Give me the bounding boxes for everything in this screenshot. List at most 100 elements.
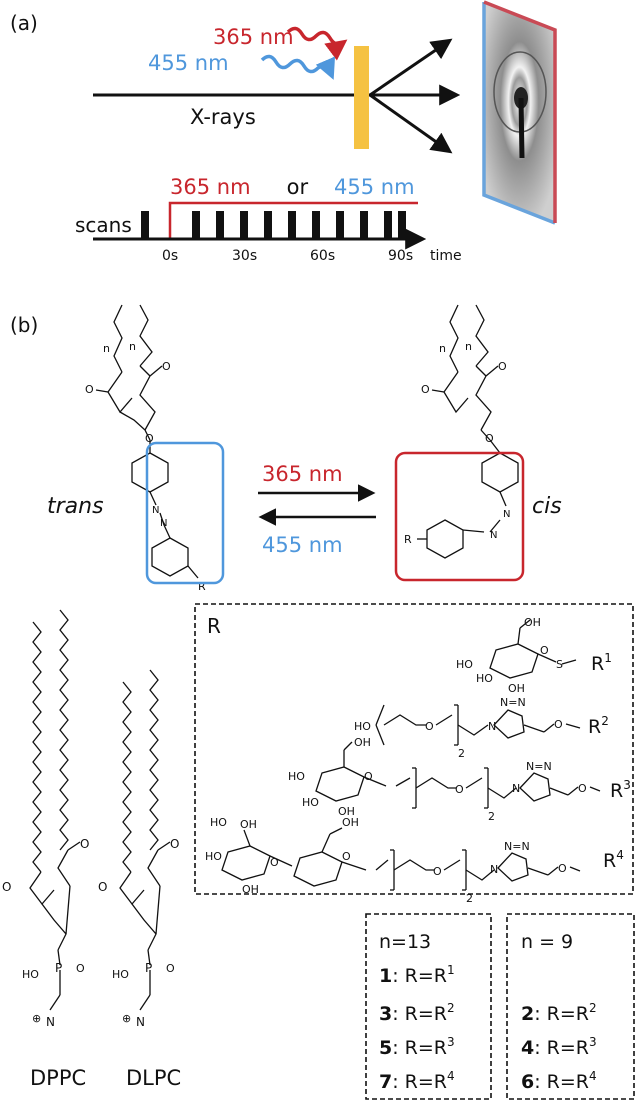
red-light-arrow: [286, 26, 348, 61]
trans-ester-o-2: O: [162, 360, 171, 373]
trans-azo-n-1: N: [152, 505, 159, 516]
sample-film: [354, 46, 369, 149]
detector-image: [482, 0, 557, 225]
dlpc-ho: HO: [112, 968, 129, 981]
blue-light-arrow: [260, 54, 336, 80]
r4-atom-0: HO: [210, 816, 227, 829]
compound-row: 2: R=R2: [521, 1001, 597, 1025]
compound-text: : R=R: [534, 1003, 589, 1025]
scan-bar-10: [398, 211, 406, 239]
compound-row: 5: R=R3: [379, 1035, 455, 1059]
compound-number: 2: [521, 1003, 534, 1025]
dppc-o-1: O: [2, 880, 11, 894]
r3-structure: [315, 741, 601, 809]
scan-bar-6: [312, 211, 320, 239]
forward-wavelength: 365 nm: [262, 462, 343, 486]
trans-azobenzene-box: [145, 441, 225, 585]
compound-sup: 3: [447, 1035, 455, 1049]
r3-atom-2: HO: [302, 796, 319, 809]
dlpc-o-1: O: [98, 880, 107, 894]
compound-text: : R=R: [392, 1071, 447, 1093]
compound-text: : R=R: [392, 965, 447, 987]
r4-atom-5: O: [342, 850, 351, 863]
compound-left-rows: 1: R=R13: R=R25: R=R37: R=R4: [379, 963, 455, 1093]
dppc-n: N: [46, 1015, 55, 1029]
dlpc-label: DLPC: [126, 1066, 181, 1090]
r1-atom-3: O: [540, 644, 549, 657]
compound-number: 7: [379, 1071, 392, 1093]
cis-label: cis: [532, 494, 562, 519]
r1-atom-2: HO: [476, 672, 493, 685]
compound-row: 6: R=R4: [521, 1069, 597, 1093]
r2-atom-3: N: [488, 720, 496, 733]
compound-text: : R=R: [392, 1037, 447, 1059]
cis-ester-o-1: O: [421, 383, 430, 396]
trans-molecule: [95, 304, 199, 579]
trans-n-label: n: [103, 342, 110, 355]
r1-atom-0: HO: [456, 658, 473, 671]
r3-atom-0: OH: [354, 736, 371, 749]
dppc-plus: ⊕: [32, 1012, 41, 1025]
compound-text: : R=R: [392, 1003, 447, 1025]
r2-name: R2: [588, 714, 609, 738]
r4-atom-10: N: [490, 863, 498, 876]
dlpc-plus: ⊕: [122, 1012, 131, 1025]
trans-r-label: R: [198, 580, 206, 593]
xrays-label: X-rays: [190, 105, 256, 129]
trans-ether-o: O: [145, 432, 154, 445]
cis-ester-o-2: O: [498, 360, 507, 373]
r1-atom-4: S: [556, 658, 563, 671]
r3-atom-6: 2: [488, 810, 495, 823]
tick-label-60: 60s: [310, 248, 335, 264]
compound-right-header: n = 9: [521, 931, 573, 953]
tick-label-0: 0s: [162, 248, 178, 264]
scattered-beam-up: [369, 38, 453, 97]
timeline-header-or: or: [280, 175, 315, 199]
r4-name: R4: [603, 848, 624, 872]
light-on-step: [168, 201, 418, 238]
cis-r-label: R: [404, 533, 412, 546]
compound-number: 5: [379, 1037, 392, 1059]
compound-box-left: [365, 913, 492, 1100]
cis-n-label-2: n: [465, 340, 472, 353]
scan-bar-4: [264, 211, 272, 239]
tick-label-30: 30s: [232, 248, 257, 264]
r3-atom-3: O: [364, 770, 373, 783]
compound-text: : R=R: [534, 1071, 589, 1093]
r2-atom-2: 2: [458, 747, 465, 760]
scan-bar-9: [384, 211, 392, 239]
cis-azobenzene-box: [394, 451, 525, 582]
compound-row: 1: R=R1: [379, 963, 455, 987]
scans-label: scans: [75, 213, 132, 237]
r1-structure: [489, 619, 577, 679]
r3-name: R3: [610, 778, 631, 802]
r4-atom-8: 2: [466, 892, 473, 905]
scattered-beam-down: [369, 93, 453, 154]
r3-atom-5: O: [455, 783, 464, 796]
r3-atom-9: O: [578, 782, 587, 795]
compound-number: 1: [379, 965, 392, 987]
dlpc-molecule: [119, 669, 171, 1011]
r1-atom-1: OH: [524, 616, 541, 629]
dppc-o-3: O: [76, 962, 85, 975]
compound-row: 7: R=R4: [379, 1069, 455, 1093]
compound-text: : R=R: [534, 1037, 589, 1059]
r4-atom-11: O: [558, 862, 567, 875]
compound-row: 3: R=R2: [379, 1001, 455, 1025]
r4-atom-1: OH: [240, 818, 257, 831]
r4-atom-9: N=N: [504, 840, 530, 853]
r4-atom-4: OH: [242, 883, 259, 896]
dppc-ho: HO: [22, 968, 39, 981]
scan-bar-5: [288, 211, 296, 239]
compound-number: 6: [521, 1071, 534, 1093]
r3-atom-8: N: [512, 782, 520, 795]
panel-a-label: (a): [10, 11, 38, 35]
dlpc-o-3: O: [166, 962, 175, 975]
compound-box-right: [506, 913, 635, 1100]
panel-b-label: (b): [10, 313, 38, 337]
trans-label: trans: [47, 494, 104, 519]
r-group-box: [194, 603, 634, 895]
scan-bars: [141, 211, 406, 239]
scan-bar-0: [141, 211, 149, 239]
